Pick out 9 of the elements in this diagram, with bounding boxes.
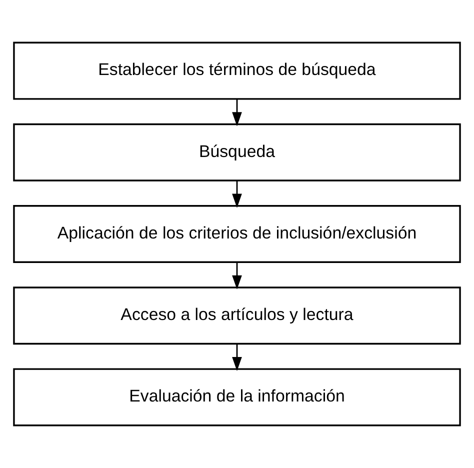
node-box: Aplicación de los criterios de inclusión/exclusión xyxy=(13,205,461,263)
node-box: Evaluación de la información xyxy=(13,368,461,426)
arrow xyxy=(232,262,242,290)
arrow xyxy=(232,99,242,126)
arrow xyxy=(232,180,242,208)
node-box: Acceso a los artículos y lectura xyxy=(13,286,461,345)
node-box: Búsqueda xyxy=(13,123,461,182)
node-box: Establecer los términos de búsqueda xyxy=(13,42,461,100)
arrow xyxy=(232,344,242,372)
